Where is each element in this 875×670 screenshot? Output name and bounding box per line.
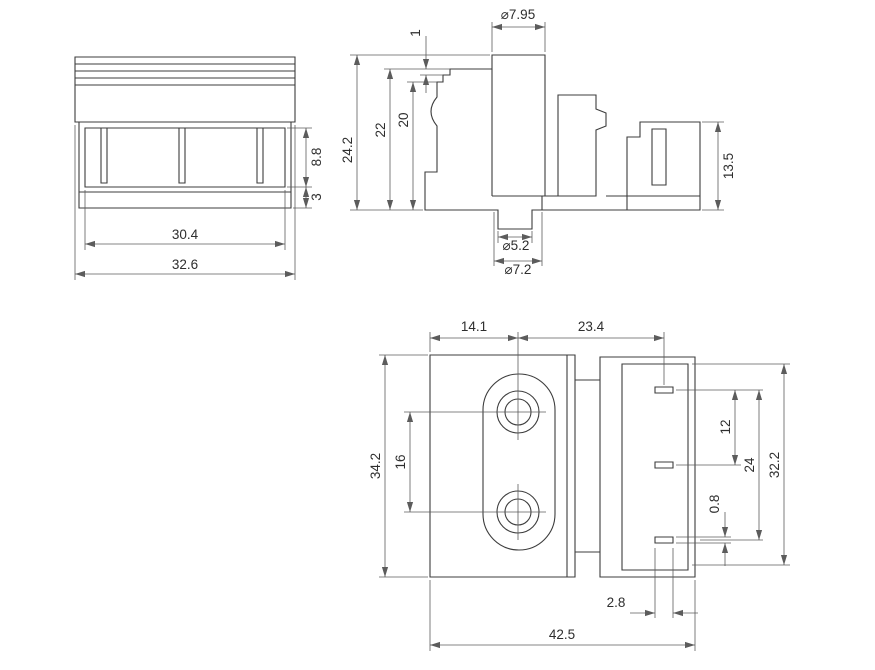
dim-label-contact-pitch: 12: [718, 419, 733, 434]
dim-label-contact-span: 24: [742, 457, 757, 473]
side-housing-inner-lines: [491, 69, 542, 197]
dim-label-cavity-depth: 8.8: [309, 148, 324, 167]
dim-label-inner-height: 20: [396, 112, 411, 127]
dim-label-collar-diameter: ⌀7.2: [505, 262, 532, 277]
side-extension-lines: [350, 22, 724, 266]
side-mating-half-outline: [626, 121, 701, 211]
dim-label-contact-offset: 23.4: [578, 319, 605, 334]
side-housing-outline: [424, 54, 546, 230]
dim-label-hole-pitch: 16: [393, 454, 408, 469]
side-latch-tower: [557, 94, 607, 197]
dim-label-contact-width: 2.8: [607, 595, 626, 610]
front-extension-lines: [74, 125, 312, 280]
plan-housing-outline: [575, 356, 696, 578]
front-terminal-pins: [100, 128, 264, 184]
dim-label-overall-length: 42.5: [549, 627, 575, 642]
dim-label-base-thickness: 3: [309, 193, 324, 201]
plan-contact-blades: [654, 386, 674, 544]
dim-label-hole-offset: 14.1: [461, 319, 487, 334]
plan-hole-centerlines: [490, 384, 546, 540]
dim-label-plate-depth: 34.2: [368, 453, 383, 479]
plan-dimensions: 14.1 23.4 34.2 16 12 24 32.2 0.8 2.8 42.…: [368, 319, 790, 651]
dim-label-pin-diameter: ⌀5.2: [503, 238, 530, 253]
plan-view: 14.1 23.4 34.2 16 12 24 32.2 0.8 2.8 42.…: [368, 319, 790, 651]
dim-label-top-lip: 1: [408, 29, 423, 37]
dim-label-overall-width: 32.6: [172, 257, 198, 272]
plan-extension-lines: [379, 332, 790, 651]
dim-label-contact-thickness: 0.8: [707, 495, 722, 514]
plan-plate-outline: [429, 354, 576, 578]
dim-label-boss-diameter: ⌀7.95: [501, 7, 535, 22]
plan-slot-boss: [482, 373, 556, 551]
dim-label-mating-height: 13.5: [721, 153, 736, 179]
side-dimensions: ⌀7.95 1 24.2 22 20 13.5 ⌀5.2 ⌀7.2: [340, 7, 736, 277]
dim-label-body-height: 22: [373, 122, 388, 137]
dim-label-overall-height: 24.2: [340, 137, 355, 163]
dim-label-pocket-width: 30.4: [172, 227, 199, 242]
front-dimensions: 8.8 3 30.4 32.6: [74, 125, 324, 280]
dim-label-housing-depth: 32.2: [767, 452, 782, 478]
side-base-strip: [542, 195, 627, 211]
side-view: ⌀7.95 1 24.2 22 20 13.5 ⌀5.2 ⌀7.2: [340, 7, 736, 277]
front-view: 8.8 3 30.4 32.6: [74, 56, 324, 280]
front-part-outline: [74, 56, 296, 209]
front-ridge-lines: [75, 63, 295, 193]
